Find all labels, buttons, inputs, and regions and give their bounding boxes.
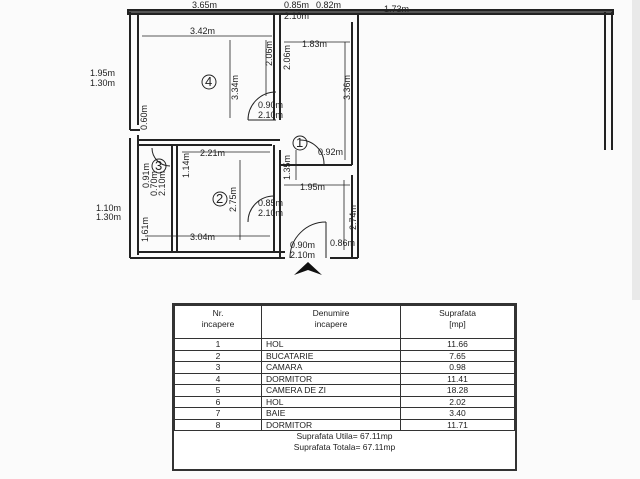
dim-window2-height: 1.30m (96, 212, 121, 222)
dim-r2-small: 1.61m (140, 217, 150, 242)
dim-door4-width: 0.90m (258, 100, 283, 110)
dim-camara-width: 0.91m (141, 163, 151, 188)
floor-plan: 4 1 2 3 3.65m 0.85m 0.82m 1.73m 2.10m 3.… (90, 0, 614, 275)
header-area: Suprafata [mp] (400, 305, 515, 339)
room-2-number: 2 (216, 191, 223, 206)
page-edge-shadow (632, 0, 640, 300)
dim-window-left-h: 1.30m (90, 78, 115, 88)
dim-r4-height: 3.34m (230, 75, 240, 100)
total-area-row: Suprafata Totala= 67.11mp (175, 442, 515, 453)
dim-entry-side: 0.86m (330, 238, 355, 248)
dimension-lines (142, 35, 350, 250)
dim-hall2-width: 1.95m (300, 182, 325, 192)
dim-gap-left: 0.60m (139, 105, 149, 130)
dim-r1-width: 0.92m (318, 147, 343, 157)
dim-door2-height: 2.10m (258, 208, 283, 218)
room-area-table: Nr. incapere Denumire incapere Suprafata… (174, 305, 515, 452)
room-2-marker (212, 191, 228, 207)
dim-r4-side1: 2.06m (264, 41, 274, 66)
total-area-text: Suprafata Totala= 67.11mp (293, 441, 396, 452)
room-3-marker (151, 158, 167, 174)
dim-r2-width: 2.21m (200, 148, 225, 158)
room-1-marker (292, 135, 308, 151)
dim-top-d: 1.73m (384, 4, 409, 14)
room-table: Nr. incapere Denumire incapere Suprafata… (172, 303, 517, 471)
dim-entry-width: 0.90m (290, 240, 315, 250)
dim-top-h: 2.10m (284, 11, 309, 21)
useful-area-row: Suprafata Utila= 67.11mp (175, 431, 515, 442)
dim-top-c: 0.82m (316, 0, 341, 10)
dim-top-a: 3.65m (192, 0, 217, 10)
dim-camara-height: 2.10m (157, 171, 167, 196)
dim-door4-height: 2.10m (258, 110, 283, 120)
dim-r4-width: 3.42m (190, 26, 215, 36)
dim-hall-height: 3.36m (342, 75, 352, 100)
dim-r2-bottom: 3.04m (190, 232, 215, 242)
floor-plan-drawing: 4 1 2 3 3.65m 0.85m 0.82m 1.73m 2.10m 3.… (90, 0, 614, 275)
dim-window2-width: 1.10m (96, 203, 121, 213)
room-4-number: 4 (205, 74, 212, 89)
walls (127, 9, 614, 259)
dim-door2-width: 0.85m (258, 198, 283, 208)
header-name: Denumire incapere (261, 305, 401, 339)
dim-hall-width: 1.83m (302, 39, 327, 49)
room-3-number: 3 (155, 158, 162, 173)
dim-camara-depth: 0.70m (149, 171, 159, 196)
room-1-number: 1 (296, 135, 303, 150)
header-nr: Nr. incapere (174, 305, 262, 339)
dim-r1-height: 1.35m (282, 155, 292, 180)
useful-area-text: Suprafata Utila= 67.11mp (296, 431, 393, 442)
dim-r4-side2: 2.06m (282, 45, 292, 70)
dim-hall2-height: 2.74m (348, 205, 358, 230)
dim-camara-side: 1.14m (181, 153, 191, 178)
dim-window-left-w: 1.95m (90, 68, 115, 78)
dim-top-b: 0.85m (284, 0, 309, 10)
entrance-arrow-icon (294, 262, 322, 275)
dim-r2-height: 2.75m (228, 187, 238, 212)
door-swings (151, 91, 327, 259)
room-4-marker (201, 74, 217, 90)
dim-entry-height: 2.10m (290, 250, 315, 260)
